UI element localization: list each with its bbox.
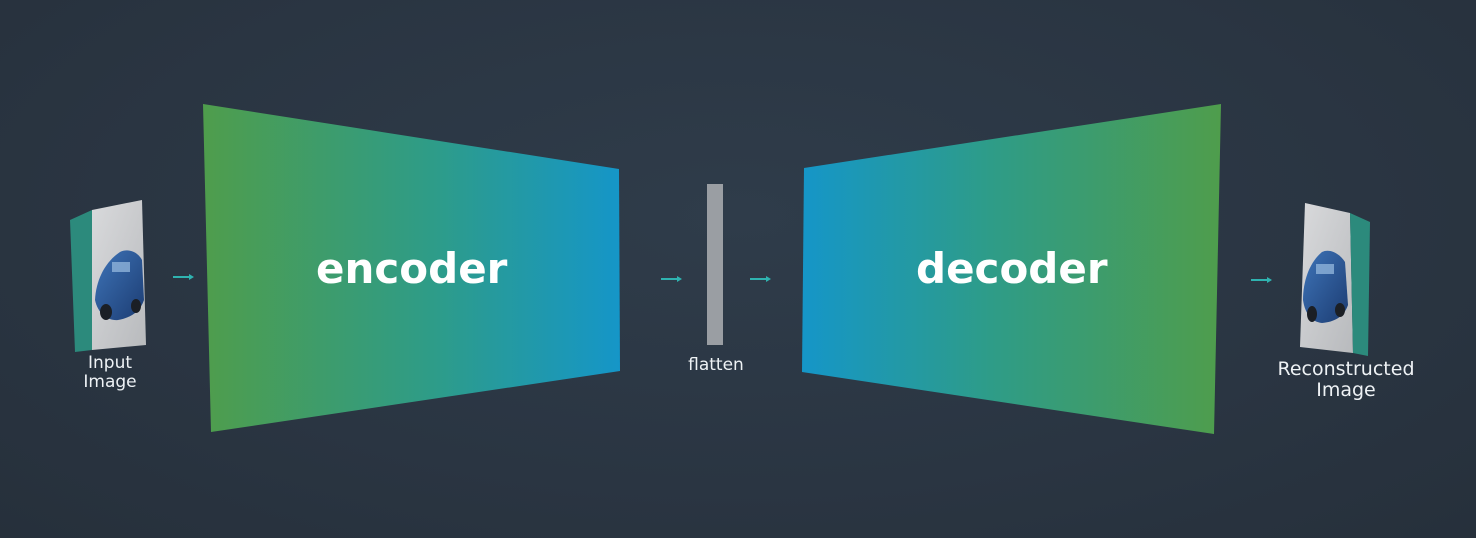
output-image-icon <box>1300 203 1370 356</box>
encoder-block <box>203 104 620 432</box>
encoder-label: encoder <box>316 244 508 293</box>
arrow-decoder-to-output <box>1251 277 1272 283</box>
input-image-label: Input Image <box>83 353 137 392</box>
reconstructed-image-label: Reconstructed Image <box>1277 358 1415 401</box>
flatten-bar <box>707 184 723 345</box>
flatten-label: flatten <box>688 355 744 375</box>
decoder-label: decoder <box>916 244 1108 293</box>
arrow-input-to-encoder <box>173 274 194 280</box>
decoder-block <box>802 104 1221 434</box>
arrow-encoder-to-flatten <box>661 276 682 282</box>
arrow-flatten-to-decoder <box>750 276 771 282</box>
input-image-icon <box>70 200 146 352</box>
